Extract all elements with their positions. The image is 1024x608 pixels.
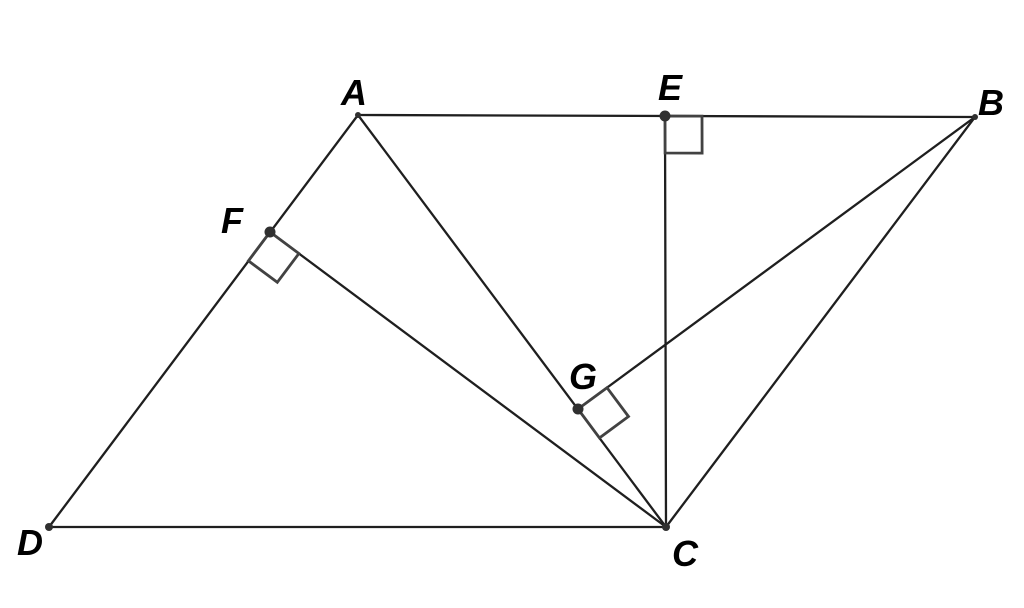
segment-BC [664, 115, 977, 529]
point-dot-C [662, 523, 670, 531]
point-label-C: C [672, 533, 699, 574]
segment-BG [576, 115, 977, 411]
point-label-G: G [569, 356, 597, 397]
segment-CE [663, 114, 668, 529]
segment-DA [47, 113, 360, 529]
point-dot-A [355, 112, 361, 118]
point-dot-G [572, 403, 584, 415]
point-dot-F [264, 226, 276, 238]
right-angle-mark-E [663, 114, 704, 155]
segment-AC [356, 113, 668, 529]
point-dot-D [45, 523, 53, 531]
right-angle-mark-G [576, 385, 631, 440]
right-angle-mark-F [246, 230, 301, 285]
point-dot-E [659, 110, 671, 122]
point-label-E: E [658, 67, 683, 108]
segment-CF [268, 230, 668, 529]
point-label-F: F [221, 200, 244, 241]
point-label-A: A [340, 72, 367, 113]
point-label-B: B [978, 82, 1004, 123]
point-dot-B [972, 114, 978, 120]
point-label-D: D [17, 522, 43, 563]
